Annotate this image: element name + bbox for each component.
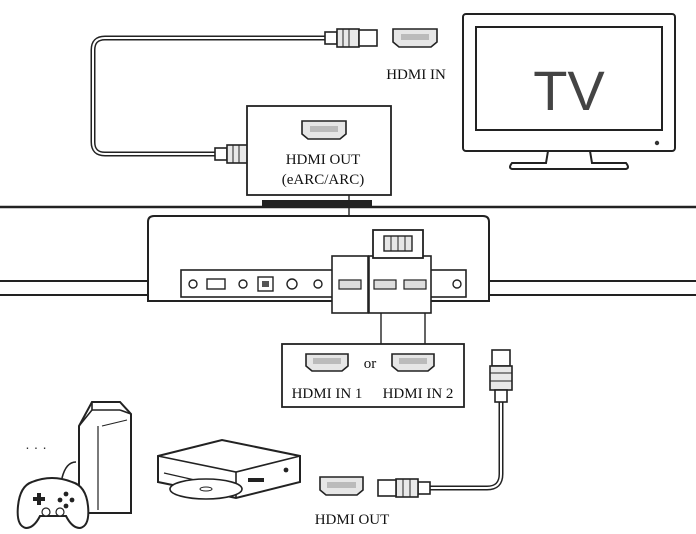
tv-label: TV xyxy=(533,59,605,122)
source-hdmi-port-icon xyxy=(319,476,364,496)
disc-player-icon xyxy=(157,438,301,500)
source-hdmi-out-label: HDMI OUT xyxy=(315,512,390,528)
soundbar-hdmi-out-label: HDMI OUT xyxy=(286,152,361,168)
hdmi-cable-source xyxy=(377,349,513,498)
hdmi-in-2-label: HDMI IN 2 xyxy=(383,386,454,402)
or-label: or xyxy=(364,356,377,372)
tv-hdmi-in-label: HDMI IN xyxy=(386,67,446,83)
hdmi-in-callout: or HDMI IN 1 HDMI IN 2 xyxy=(281,343,465,408)
soundbar xyxy=(0,200,696,344)
soundbar-hdmi-out-mode-label: (eARC/ARC) xyxy=(282,172,365,188)
gamepad-icon xyxy=(16,461,90,530)
hdmi-in-1-label: HDMI IN 1 xyxy=(292,386,363,402)
tv-hdmi-port-icon xyxy=(392,28,438,48)
tv: TV xyxy=(462,13,676,170)
hdmi-out-callout: HDMI OUT (eARC/ARC) xyxy=(246,105,392,256)
other-devices-ellipsis: · · · xyxy=(25,439,47,455)
